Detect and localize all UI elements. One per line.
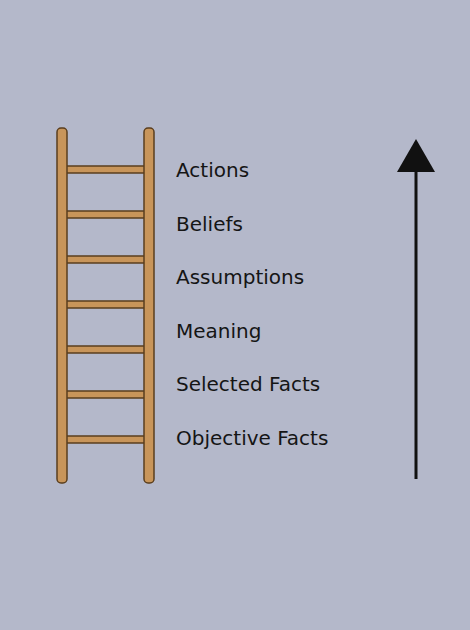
ladder-step-label: Beliefs (176, 212, 243, 236)
ladder-step-label: Selected Facts (176, 372, 320, 396)
ladder-step-label: Meaning (176, 319, 261, 343)
upward-arrow (397, 139, 435, 479)
ladder-step-label: Assumptions (176, 265, 304, 289)
ladder-step-label: Objective Facts (176, 426, 328, 450)
ladder (57, 128, 154, 483)
ladder-step-label: Actions (176, 158, 249, 182)
